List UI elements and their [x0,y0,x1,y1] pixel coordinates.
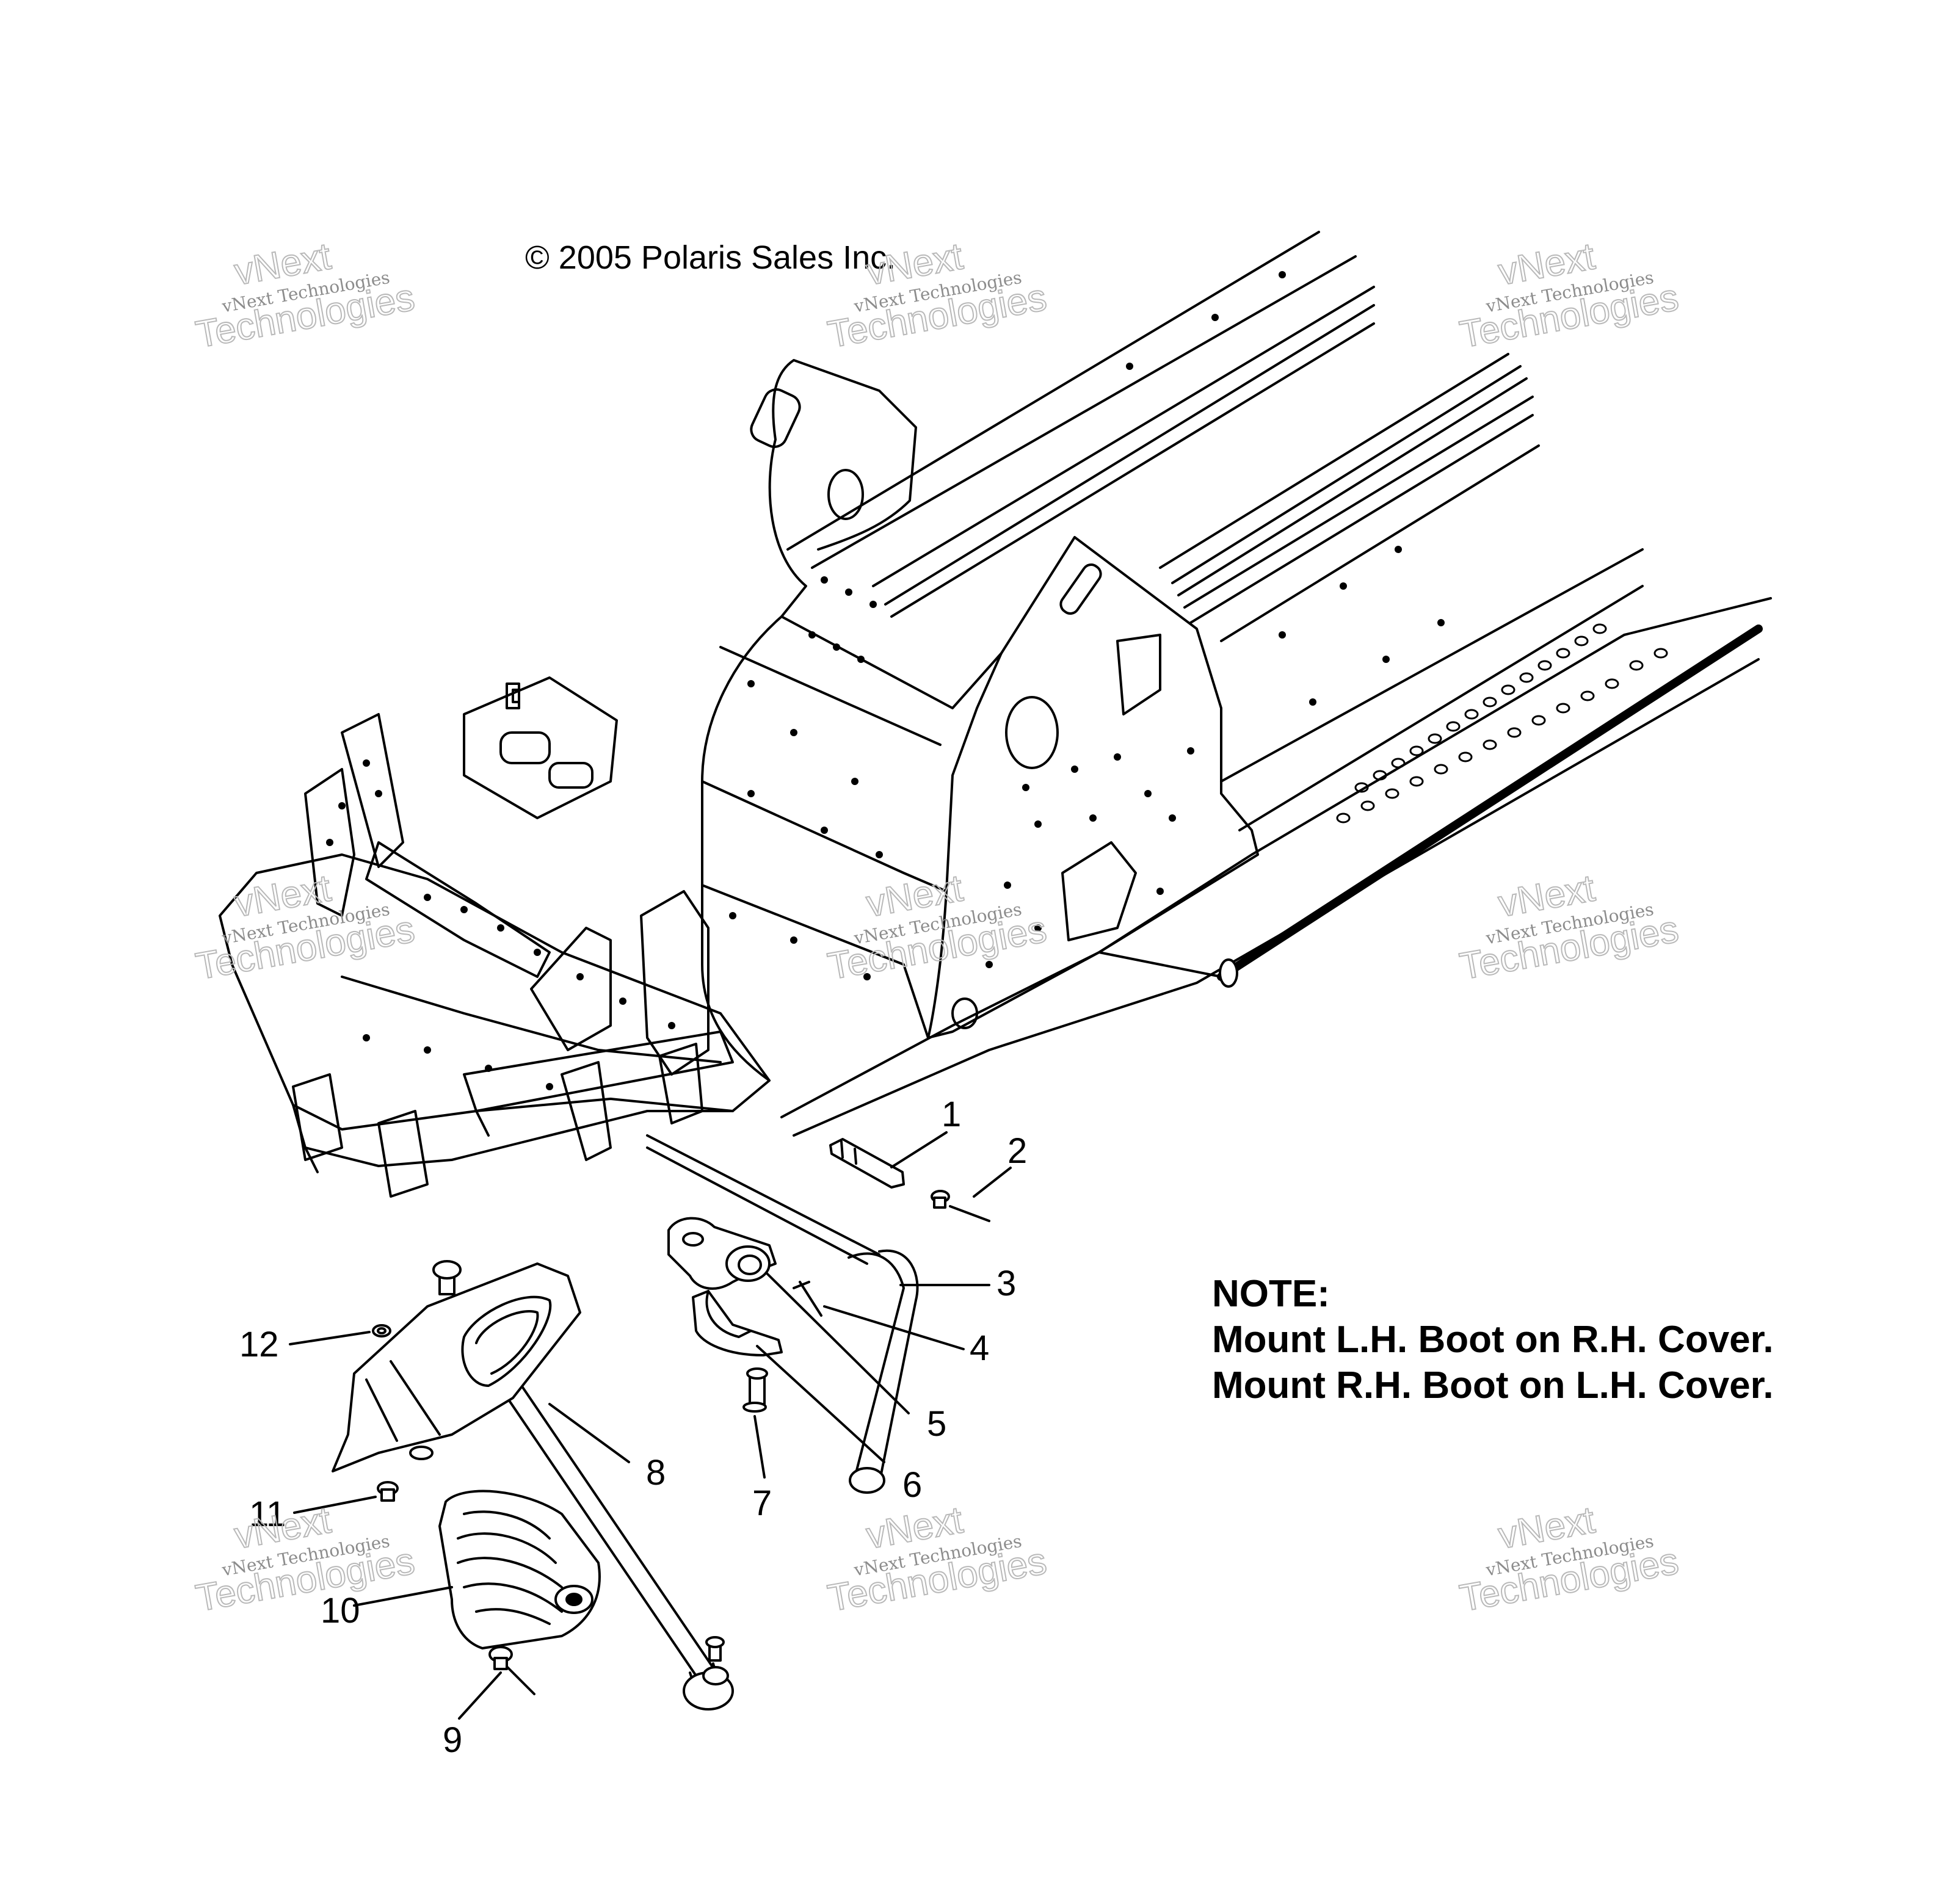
part-9-screw [488,1646,535,1695]
callout-6: 6 [902,1465,922,1505]
callout-numbers: 1 2 3 4 5 6 7 8 9 10 11 12 [239,1095,1027,1760]
note-title: NOTE: [1212,1273,1330,1315]
watermark: vNext vNext Technologies Technologies [824,234,1050,357]
watermark: vNext vNext Technologies Technologies [1456,866,1682,988]
watermark: vNext vNext Technologies Technologies [1456,234,1682,357]
callout-2: 2 [1007,1131,1027,1171]
watermark: vNext vNext Technologies Technologies [192,234,418,357]
part-10-boot [438,1490,601,1649]
callout-1: 1 [942,1095,961,1134]
callout-4: 4 [970,1328,989,1368]
callout-10: 10 [321,1591,360,1631]
part-3-steering-column [646,1134,919,1494]
part-2-screw [931,1190,990,1222]
callout-5: 5 [927,1404,946,1444]
steering-cover-plate [332,1260,581,1472]
watermark: vNext vNext Technologies Technologies [1456,1498,1682,1620]
watermark: vNext vNext Technologies Technologies [192,866,418,988]
part-5-bushing-bracket [667,1217,777,1290]
part-6-strap-clamp [692,1290,783,1356]
watermark: vNext vNext Technologies Technologies [824,1498,1050,1620]
part-4-rivet [793,1281,822,1317]
front-bulkhead [219,676,771,1198]
callout-3: 3 [996,1264,1016,1303]
assembly-note: NOTE: Mount L.H. Boot on R.H. Cover. Mou… [1212,1273,1774,1407]
part-8-tie-rod [495,1374,734,1711]
leader-lines [289,1131,1012,1720]
watermark: vNext vNext Technologies Technologies [824,866,1050,988]
callout-11: 11 [249,1494,286,1534]
callout-12: 12 [239,1325,279,1364]
part-12-nut [372,1324,391,1338]
callout-8: 8 [646,1453,666,1493]
part-7-bolt [742,1367,768,1413]
part-1-bracket [829,1138,905,1189]
callout-7: 7 [752,1483,772,1523]
chassis-tunnel [701,231,1772,1137]
tunnel-rivets [729,271,1445,980]
callout-9: 9 [443,1720,462,1760]
note-line-2: Mount R.H. Boot on L.H. Cover. [1212,1364,1774,1407]
part-11-screw [377,1481,399,1502]
running-board-holes [1336,623,1668,824]
copyright-text: © 2005 Polaris Sales Inc. [525,239,896,276]
note-line-1: Mount L.H. Boot on R.H. Cover. [1212,1319,1774,1361]
bulkhead-rivets [326,759,675,1090]
